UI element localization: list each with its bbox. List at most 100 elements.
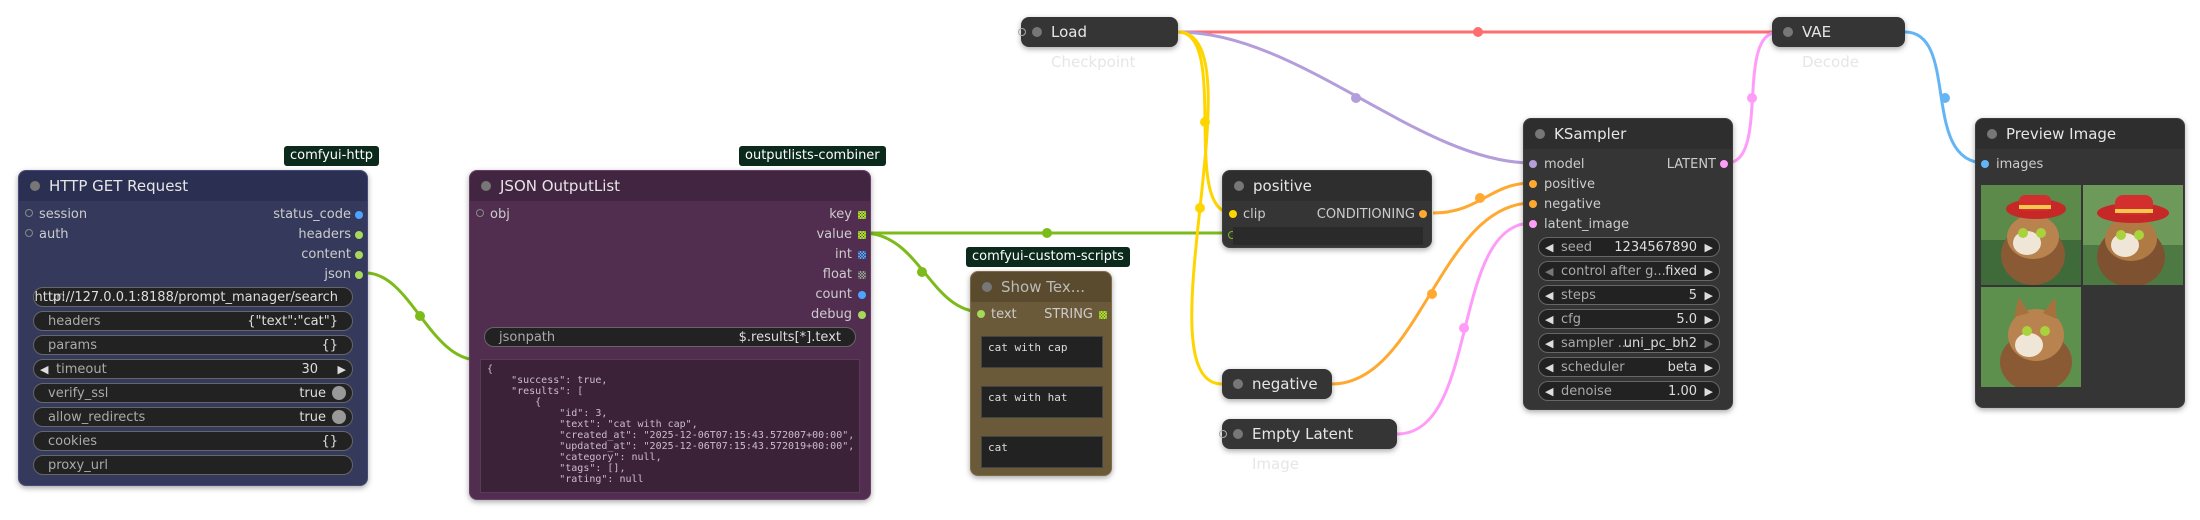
json-preview-textarea[interactable]: { "success": true, "results": [ { "id": … xyxy=(480,359,860,493)
http-get-request-node[interactable]: HTTP GET Request session auth status_cod… xyxy=(18,170,368,486)
increment-icon[interactable]: ▶ xyxy=(1704,337,1713,350)
show-text-node[interactable]: Show Tex... text STRING cat with cap cat… xyxy=(970,271,1112,476)
collapse-dot-icon[interactable] xyxy=(30,181,40,191)
decrement-icon[interactable]: ◀ xyxy=(1545,337,1554,350)
headers-widget[interactable]: headers{"text":"cat"} xyxy=(33,311,353,331)
link-value-showtext xyxy=(862,231,983,314)
preview-thumbnail-1[interactable] xyxy=(1981,185,2081,285)
empty-latent-image-node[interactable]: Empty Latent Image xyxy=(1219,419,1397,473)
json-output-socket[interactable] xyxy=(355,271,363,279)
decrement-icon[interactable]: ◀ xyxy=(40,363,49,376)
images-input-socket[interactable] xyxy=(1981,160,1989,168)
output-status-code-label: status_code xyxy=(273,207,351,222)
cat-image xyxy=(1981,287,2081,387)
model-input-socket[interactable] xyxy=(1529,160,1537,168)
load-checkpoint-node[interactable]: Load Checkpoint xyxy=(1018,17,1178,71)
float-output-list-icon[interactable] xyxy=(858,271,866,279)
headers-output-socket[interactable] xyxy=(355,231,363,239)
increment-icon[interactable]: ▶ xyxy=(1704,241,1713,254)
collapse-dot-icon[interactable] xyxy=(481,181,491,191)
show-text-box-2[interactable]: cat with hat xyxy=(981,386,1103,418)
widget-value: 30 xyxy=(301,362,318,377)
increment-icon[interactable]: ▶ xyxy=(1704,265,1713,278)
latent-output-socket[interactable] xyxy=(1720,160,1728,168)
latent-image-input-socket[interactable] xyxy=(1529,220,1537,228)
show-text-box-1[interactable]: cat with cap xyxy=(981,336,1103,368)
link-latent-image xyxy=(1396,221,1533,436)
decrement-icon[interactable]: ◀ xyxy=(1545,361,1554,374)
widget-value: http://127.0.0.1:8188/prompt_manager/sea… xyxy=(34,290,338,305)
count-output-socket[interactable] xyxy=(858,291,866,299)
proxy-url-widget[interactable]: proxy_url xyxy=(33,455,353,475)
decrement-icon[interactable]: ◀ xyxy=(1545,289,1554,302)
widget-value: {"text":"cat"} xyxy=(247,314,338,329)
widget-value: 1234567890 xyxy=(1614,240,1697,255)
decrement-icon[interactable]: ◀ xyxy=(1545,241,1554,254)
widget-value: true xyxy=(299,410,326,425)
status-code-output-socket[interactable] xyxy=(355,211,363,219)
increment-icon[interactable]: ▶ xyxy=(1704,385,1713,398)
collapse-dot-icon[interactable] xyxy=(1234,181,1244,191)
params-widget[interactable]: params{} xyxy=(33,335,353,355)
collapse-dot-icon[interactable] xyxy=(1233,429,1243,439)
sampler-name-widget[interactable]: ◀sampler ...uni_pc_bh2▶ xyxy=(1538,333,1720,353)
jsonpath-widget[interactable]: jsonpath$.results[*].text xyxy=(484,327,856,347)
preview-image-node[interactable]: Preview Image images xyxy=(1975,118,2185,408)
increment-icon[interactable]: ▶ xyxy=(1704,289,1713,302)
decrement-icon[interactable]: ◀ xyxy=(1545,385,1554,398)
control-after-generate-widget[interactable]: ◀control after g...fixed▶ xyxy=(1538,261,1720,281)
debug-output-socket[interactable] xyxy=(858,311,866,319)
empty-latent-input-socket[interactable] xyxy=(1219,430,1227,438)
output-latent-label: LATENT xyxy=(1666,157,1716,172)
cookies-widget[interactable]: cookies{} xyxy=(33,431,353,451)
positive-text-area[interactable] xyxy=(1233,227,1423,245)
key-output-list-icon[interactable] xyxy=(858,211,866,219)
conditioning-output-socket[interactable] xyxy=(1419,210,1427,218)
negative-input-socket[interactable] xyxy=(1529,200,1537,208)
positive-input-socket[interactable] xyxy=(1529,180,1537,188)
ksampler-node[interactable]: KSampler model positive negative latent_… xyxy=(1523,118,1733,410)
int-output-list-icon[interactable] xyxy=(858,251,866,259)
load-checkpoint-input-socket[interactable] xyxy=(1018,28,1026,36)
value-output-list-icon[interactable] xyxy=(858,231,866,239)
increment-icon[interactable]: ▶ xyxy=(1704,361,1713,374)
collapse-dot-icon[interactable] xyxy=(1783,27,1793,37)
vae-decode-node[interactable]: VAE Decode xyxy=(1772,17,1905,71)
collapse-dot-icon[interactable] xyxy=(1535,129,1545,139)
widget-value: 5 xyxy=(1688,288,1697,303)
collapse-dot-icon[interactable] xyxy=(982,282,992,292)
content-output-socket[interactable] xyxy=(355,251,363,259)
collapse-dot-icon[interactable] xyxy=(1233,379,1243,389)
increment-icon[interactable]: ▶ xyxy=(337,363,346,376)
collapse-dot-icon[interactable] xyxy=(1032,27,1042,37)
show-text-box-3[interactable]: cat xyxy=(981,436,1103,468)
clip-input-socket[interactable] xyxy=(1229,210,1237,218)
text-input-socket[interactable] xyxy=(977,310,985,318)
widget-value: uni_pc_bh2 xyxy=(1623,336,1697,351)
auth-input-socket[interactable] xyxy=(25,229,33,237)
preview-thumbnail-3[interactable] xyxy=(1981,287,2081,387)
positive-node[interactable]: positive clip CONDITIONING xyxy=(1222,170,1432,248)
negative-node[interactable]: negative xyxy=(1222,369,1332,399)
string-output-list-icon[interactable] xyxy=(1099,311,1107,319)
preview-thumbnail-2[interactable] xyxy=(2083,185,2183,285)
input-negative-label: negative xyxy=(1544,197,1601,212)
session-input-socket[interactable] xyxy=(25,209,33,217)
decrement-icon[interactable]: ◀ xyxy=(1545,313,1554,326)
increment-icon[interactable]: ▶ xyxy=(1704,313,1713,326)
json-outputlist-node[interactable]: JSON OutputList obj key value int float … xyxy=(469,170,871,500)
obj-input-socket[interactable] xyxy=(476,209,484,217)
collapse-dot-icon[interactable] xyxy=(1987,129,1997,139)
decrement-icon[interactable]: ◀ xyxy=(1545,265,1554,278)
output-json-label: json xyxy=(324,267,351,282)
